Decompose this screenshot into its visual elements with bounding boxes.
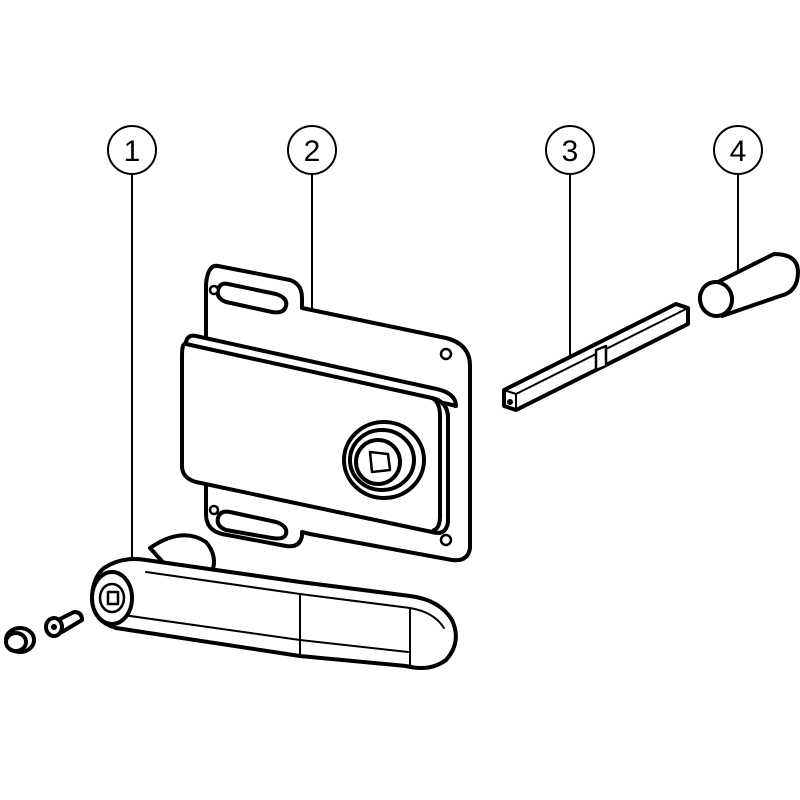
spindle-joint xyxy=(594,344,608,372)
callout-1: 1 xyxy=(107,125,157,561)
callout-label-1: 1 xyxy=(124,135,141,168)
case-side-face xyxy=(430,396,450,535)
sleeve-body xyxy=(712,252,800,318)
callout-3: 3 xyxy=(545,125,595,359)
screw-socket xyxy=(51,624,57,630)
lock-case xyxy=(180,263,472,563)
screw-hole-bottom-left xyxy=(208,504,220,516)
top-mounting-slot xyxy=(215,281,289,315)
callout-label-2: 2 xyxy=(304,135,321,168)
spindle-end-hole xyxy=(507,399,513,405)
screw-hole-top-right xyxy=(439,347,453,361)
set-screw xyxy=(44,610,84,638)
square-drive-hole xyxy=(368,450,392,474)
cover-cap xyxy=(4,626,36,654)
square-spindle xyxy=(502,302,690,412)
bottom-mounting-slot xyxy=(215,509,289,541)
handle-hub-socket xyxy=(106,590,120,606)
callout-label-4: 4 xyxy=(730,135,747,168)
screw-hole-top-left xyxy=(208,284,220,296)
screw-hole-bottom-right xyxy=(439,533,453,547)
callout-label-3: 3 xyxy=(562,135,579,168)
cap-face xyxy=(4,631,28,653)
callout-2: 2 xyxy=(287,125,337,337)
callout-4: 4 xyxy=(713,125,763,273)
sleeve-tube xyxy=(697,252,800,318)
sleeve-opening xyxy=(697,280,735,318)
lever-handle xyxy=(90,533,458,670)
